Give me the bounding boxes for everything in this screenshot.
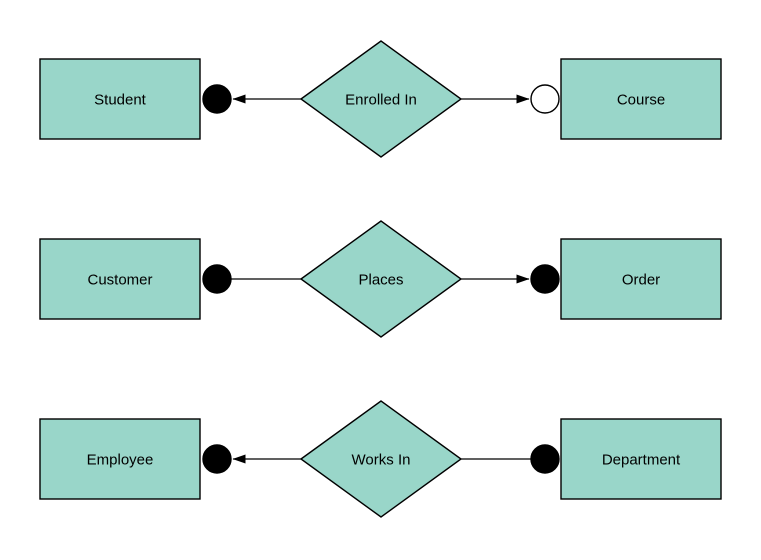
cardinality-circle-filled: [202, 264, 232, 294]
entity-label-course: Course: [617, 92, 665, 109]
relationship-label-works-in: Works In: [352, 452, 411, 469]
entity-box-student: [39, 58, 201, 140]
entity-box-order: [560, 238, 722, 320]
cardinality-circle-filled: [530, 264, 560, 294]
er-row-customer-order: Customer Places Order: [39, 220, 722, 338]
entity-box-employee: [39, 418, 201, 500]
cardinality-circle-filled: [202, 84, 232, 114]
cardinality-circle-open: [530, 84, 560, 114]
entity-label-department: Department: [602, 452, 681, 469]
entity-label-order: Order: [622, 272, 660, 289]
er-row-employee-department: Employee Works In Department: [39, 400, 722, 518]
entity-box-customer: [39, 238, 201, 320]
cardinality-circle-filled: [530, 444, 560, 474]
entity-label-customer: Customer: [87, 272, 152, 289]
relationship-label-places: Places: [358, 272, 403, 289]
cardinality-circle-filled: [202, 444, 232, 474]
entity-label-student: Student: [94, 92, 147, 109]
entity-box-course: [560, 58, 722, 140]
entity-label-employee: Employee: [87, 452, 154, 469]
relationship-label-enrolled-in: Enrolled In: [345, 92, 417, 109]
er-row-student-course: Student Enrolled In Course: [39, 40, 722, 158]
entity-box-department: [560, 418, 722, 500]
